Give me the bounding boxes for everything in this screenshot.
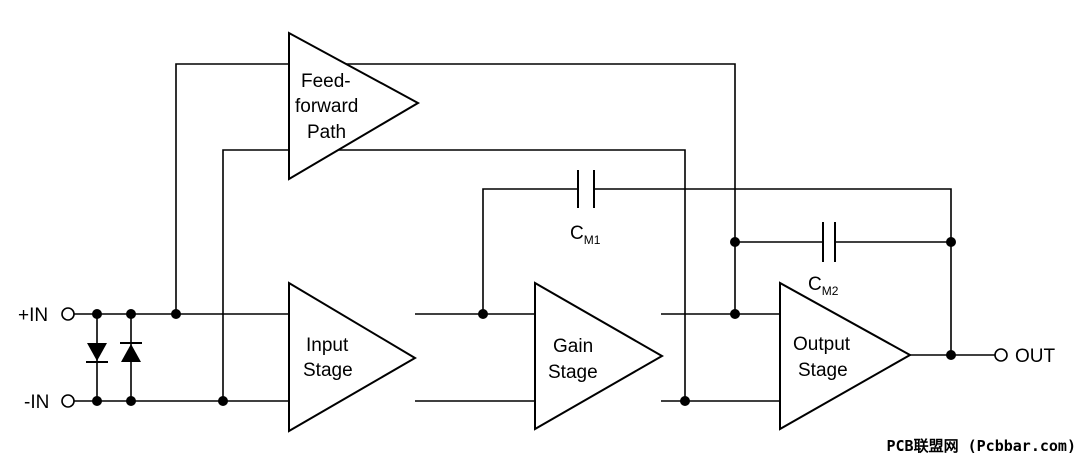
output-stage-block bbox=[779, 281, 913, 431]
input-stage-block bbox=[288, 281, 417, 433]
in-minus-terminal bbox=[61, 394, 75, 408]
junction-dots bbox=[92, 237, 956, 406]
feedforward-label-1: Feed- bbox=[301, 71, 351, 92]
in-minus-label: -IN bbox=[24, 392, 49, 413]
capacitor-cm1 bbox=[577, 170, 595, 208]
gain-stage-block bbox=[534, 281, 665, 431]
input-stage-label-2: Stage bbox=[303, 360, 353, 381]
output-stage-label-2: Stage bbox=[798, 360, 848, 381]
out-terminal bbox=[994, 348, 1008, 362]
input-stage-label-1: Input bbox=[306, 335, 349, 356]
watermark-text: PCB联盟网 (Pcbbar.com) bbox=[887, 437, 1077, 455]
gain-stage-label-1: Gain bbox=[553, 336, 593, 357]
cm2-label: CM2 bbox=[808, 274, 839, 298]
capacitor-cm2 bbox=[822, 222, 836, 262]
diode-up bbox=[120, 342, 142, 362]
feedforward-path-block bbox=[288, 31, 421, 181]
cm1-label: CM1 bbox=[570, 223, 601, 247]
in-plus-label: +IN bbox=[18, 305, 48, 326]
gain-stage-label-2: Stage bbox=[548, 362, 598, 383]
feedforward-label-2: forward bbox=[295, 96, 358, 117]
feedforward-label-3: Path bbox=[307, 122, 346, 143]
out-label: OUT bbox=[1015, 346, 1056, 367]
diode-down bbox=[86, 343, 108, 363]
output-stage-label-1: Output bbox=[793, 334, 851, 355]
in-plus-terminal bbox=[61, 307, 75, 321]
